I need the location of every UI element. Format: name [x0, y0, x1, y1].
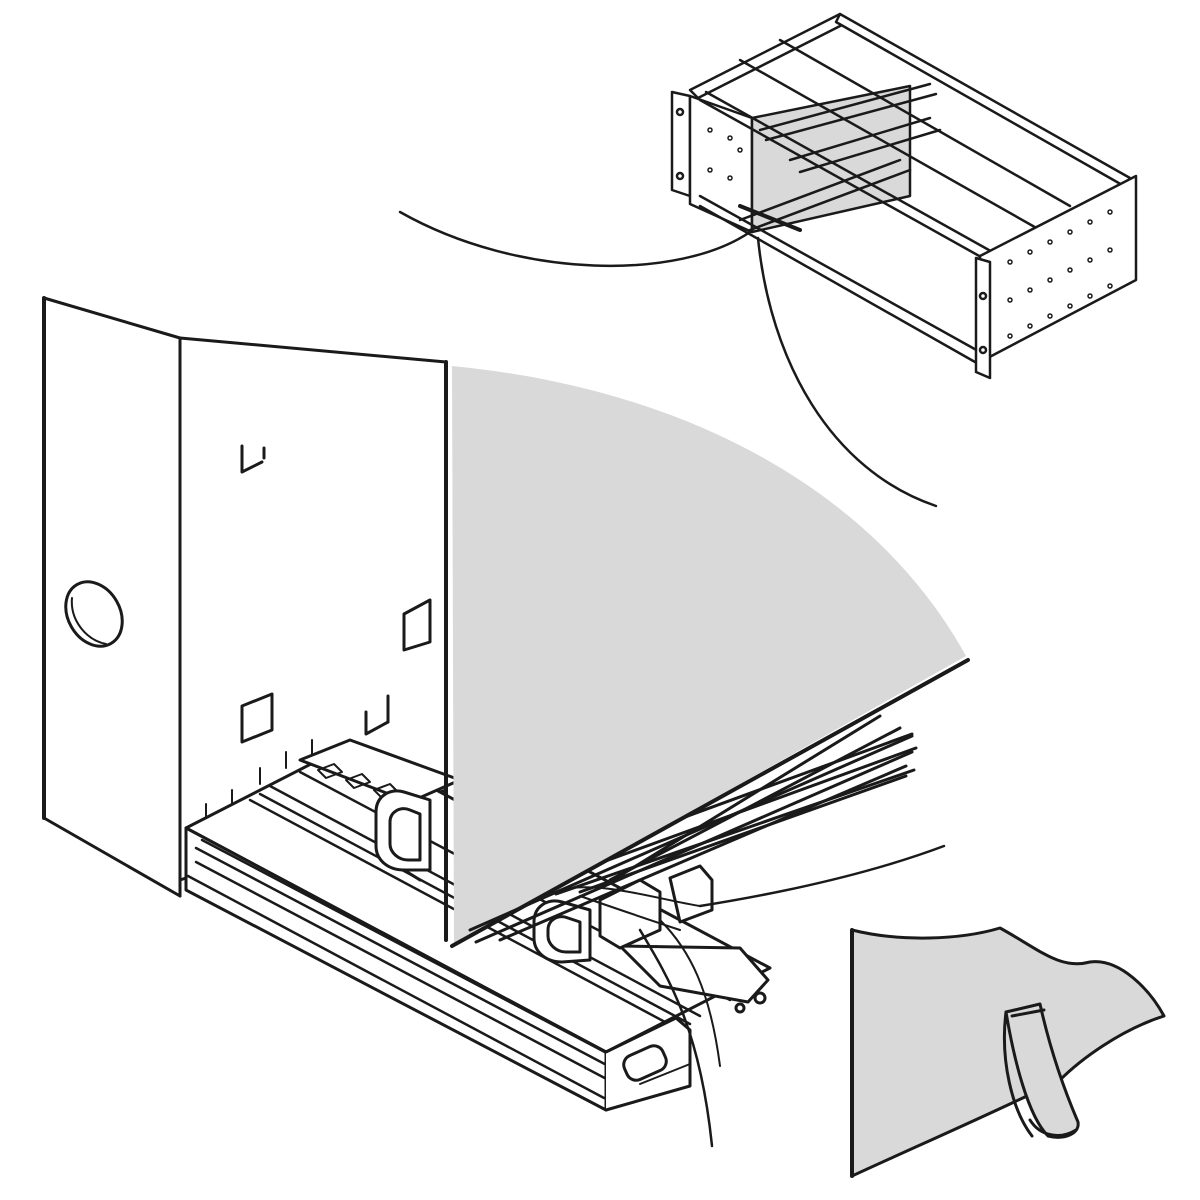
rail-end-slot-icon [622, 1044, 668, 1082]
clip-detail-view [850, 926, 1166, 1178]
oval-slot-inner [70, 597, 107, 645]
zoom-arc-lower [756, 236, 938, 508]
subrack-left-flange [670, 90, 692, 198]
subrack-overview [670, 12, 1138, 380]
standoff-ticks [205, 739, 313, 821]
subrack-cross-rail [788, 116, 932, 162]
panel-clip-bend [1028, 1118, 1078, 1137]
panel-clip-top [1010, 1008, 1046, 1018]
wire [559, 886, 701, 907]
subrack-hole-pattern [707, 127, 1113, 339]
rail-screw-icon [753, 991, 767, 1005]
tab-notch-icon [240, 444, 264, 474]
subrack-right-flange [974, 256, 992, 380]
card-bottom-edge [450, 658, 970, 948]
oval-slot-icon [64, 580, 124, 648]
subrack-cross-rail [798, 128, 942, 174]
subrack-bottom-cross [738, 158, 902, 222]
square-cutout-icon [240, 692, 274, 744]
callout-wire [638, 928, 714, 1148]
front-guide-rails [468, 734, 914, 944]
subrack-cross-rail [758, 82, 932, 132]
main-assembly [42, 296, 970, 1148]
plug-in-card-panel [452, 366, 966, 946]
tab-notch-icon [364, 710, 390, 736]
callout-wire [698, 844, 946, 908]
square-cutout-icon [402, 598, 432, 652]
callout-wire [659, 919, 721, 1067]
subrack-cross-rail [764, 92, 938, 142]
subrack-rail [704, 90, 998, 256]
subrack-flange-hole [675, 171, 685, 181]
subrack-bottom-rail [698, 204, 977, 364]
subrack-rail [778, 38, 1072, 208]
subrack-top-rail-back [688, 12, 850, 100]
subrack-guide-rail [738, 204, 802, 232]
panel-clip-inner [1002, 1010, 1034, 1138]
detail-panel [850, 926, 1166, 1178]
subrack-left-sideplate [688, 94, 754, 234]
left-side-wall [42, 296, 182, 898]
subrack-bottom-rail [698, 194, 982, 354]
subrack-flange-hole [978, 291, 988, 301]
subrack-flange-hole [675, 107, 685, 117]
subrack-right-sideplate [978, 174, 1138, 364]
subrack-rail [738, 58, 1042, 232]
rail-screw-icon [734, 1002, 746, 1014]
zoom-arc-upper [398, 210, 752, 268]
card-guide-front [374, 789, 432, 882]
rail-end-groove [639, 1063, 691, 1085]
subrack-flange-hole [978, 345, 988, 355]
